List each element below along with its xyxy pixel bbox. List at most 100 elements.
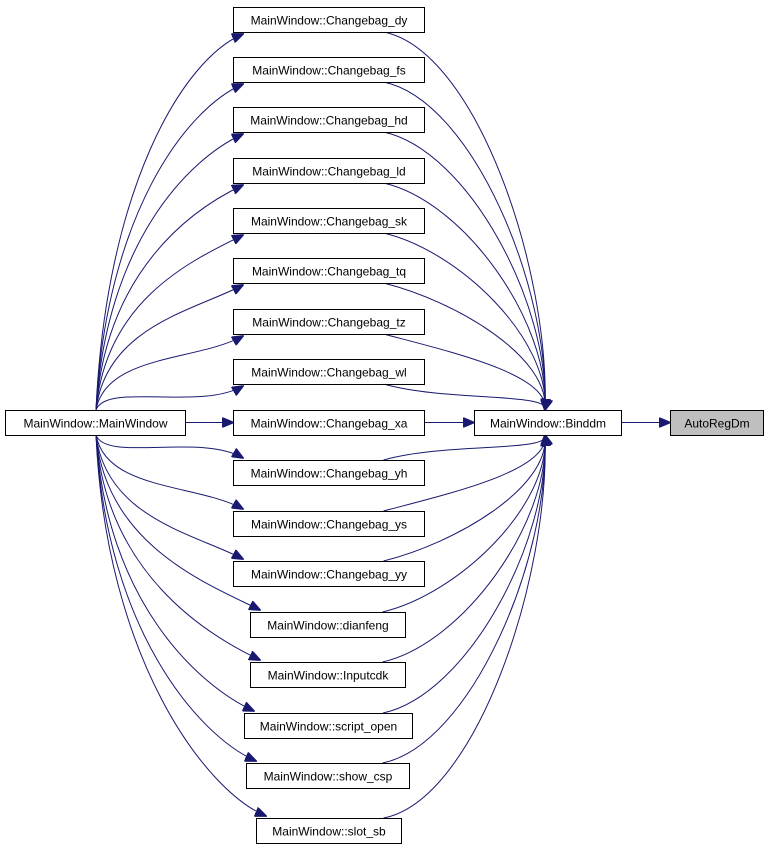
node-binddm[interactable]: MainWindow::Binddm bbox=[474, 410, 622, 436]
node-wl[interactable]: MainWindow::Changebag_wl bbox=[233, 359, 425, 385]
node-xa[interactable]: MainWindow::Changebag_xa bbox=[233, 410, 425, 436]
edge-ld-to-binddm bbox=[383, 182, 546, 410]
node-label: MainWindow::slot_sb bbox=[272, 825, 386, 839]
edge-sk-to-binddm bbox=[383, 232, 546, 410]
edge-mw-to-tq bbox=[95, 285, 243, 411]
edge-mw-to-slot_sb bbox=[95, 434, 266, 816]
edge-mw-to-script_open bbox=[95, 434, 254, 711]
node-label: MainWindow::Changebag_yy bbox=[251, 568, 407, 582]
edge-mw-to-wl bbox=[95, 386, 243, 411]
node-tq[interactable]: MainWindow::Changebag_tq bbox=[233, 258, 425, 284]
node-box bbox=[474, 410, 622, 436]
edge-fs-to-binddm bbox=[383, 81, 546, 410]
edge-mw-to-inputcdk bbox=[95, 434, 260, 660]
edge-line bbox=[383, 232, 546, 410]
edge-line bbox=[95, 434, 266, 816]
edges-layer bbox=[95, 31, 670, 819]
node-script-open[interactable]: MainWindow::script_open bbox=[244, 713, 413, 739]
node-box bbox=[233, 410, 425, 436]
node-box bbox=[233, 309, 425, 335]
edge-line bbox=[382, 435, 546, 764]
node-box bbox=[233, 208, 425, 234]
edge-inputcdk-to-binddm bbox=[382, 435, 546, 663]
edge-line bbox=[383, 31, 546, 410]
edge-line bbox=[383, 282, 546, 410]
edge-line bbox=[95, 434, 254, 711]
edge-line bbox=[95, 84, 243, 411]
edge-line bbox=[95, 134, 243, 411]
node-mw[interactable]: MainWindow::MainWindow bbox=[5, 410, 186, 436]
node-box bbox=[670, 410, 764, 436]
node-label: AutoRegDm bbox=[684, 417, 749, 431]
node-ld[interactable]: MainWindow::Changebag_ld bbox=[233, 158, 425, 184]
node-label: MainWindow::Changebag_yh bbox=[251, 467, 408, 481]
node-show-csp[interactable]: MainWindow::show_csp bbox=[246, 763, 410, 789]
edge-mw-to-ys bbox=[95, 434, 243, 509]
node-slot-sb[interactable]: MainWindow::slot_sb bbox=[256, 818, 402, 844]
node-label: MainWindow::Changebag_fs bbox=[252, 64, 405, 78]
edge-line bbox=[383, 333, 546, 410]
edge-line bbox=[95, 285, 243, 411]
edge-script_open-to-binddm bbox=[382, 435, 545, 714]
edge-line bbox=[383, 383, 546, 410]
edge-line bbox=[383, 435, 546, 819]
edge-mw-to-tz bbox=[95, 336, 243, 411]
edge-tq-to-binddm bbox=[383, 282, 546, 410]
edge-mw-to-fs bbox=[95, 84, 243, 411]
edge-hd-to-binddm bbox=[383, 131, 546, 410]
node-box bbox=[233, 158, 425, 184]
node-label: MainWindow::Changebag_tq bbox=[252, 265, 406, 279]
node-box bbox=[233, 258, 425, 284]
edge-line bbox=[383, 435, 546, 512]
edge-line bbox=[95, 434, 256, 761]
node-box bbox=[256, 818, 402, 844]
edge-line bbox=[382, 435, 546, 663]
edge-line bbox=[95, 434, 243, 458]
edge-mw-to-dy bbox=[95, 34, 243, 411]
edge-mw-to-ld bbox=[95, 185, 243, 411]
node-label: MainWindow::Changebag_wl bbox=[251, 366, 406, 380]
edge-line bbox=[95, 434, 260, 660]
node-sk[interactable]: MainWindow::Changebag_sk bbox=[233, 208, 425, 234]
node-hd[interactable]: MainWindow::Changebag_hd bbox=[233, 107, 425, 133]
node-label: MainWindow::Changebag_xa bbox=[251, 417, 408, 431]
node-ys[interactable]: MainWindow::Changebag_ys bbox=[233, 511, 425, 537]
edge-mw-to-show_csp bbox=[95, 434, 256, 761]
nodes-layer: MainWindow::MainWindow MainWindow::Binddm… bbox=[5, 7, 764, 844]
node-yy[interactable]: MainWindow::Changebag_yy bbox=[233, 561, 425, 587]
node-box bbox=[233, 359, 425, 385]
node-label: MainWindow::Changebag_ld bbox=[252, 165, 405, 179]
node-label: MainWindow::Inputcdk bbox=[268, 669, 390, 683]
edge-line bbox=[383, 182, 546, 410]
node-box bbox=[233, 561, 425, 587]
node-autoregdm[interactable]: AutoRegDm bbox=[670, 410, 764, 436]
edge-mw-to-dianfeng bbox=[95, 434, 260, 610]
node-box bbox=[233, 511, 425, 537]
node-tz[interactable]: MainWindow::Changebag_tz bbox=[233, 309, 425, 335]
edge-ys-to-binddm bbox=[383, 435, 546, 512]
node-fs[interactable]: MainWindow::Changebag_fs bbox=[233, 57, 425, 83]
edge-line bbox=[95, 434, 260, 610]
node-box bbox=[233, 107, 425, 133]
node-inputcdk[interactable]: MainWindow::Inputcdk bbox=[250, 662, 406, 688]
node-dy[interactable]: MainWindow::Changebag_dy bbox=[233, 7, 425, 33]
edge-mw-to-hd bbox=[95, 134, 243, 411]
node-label: MainWindow::show_csp bbox=[264, 770, 393, 784]
edge-line bbox=[95, 336, 243, 411]
node-box bbox=[246, 763, 410, 789]
edge-dianfeng-to-binddm bbox=[382, 435, 546, 613]
edge-tz-to-binddm bbox=[383, 333, 546, 410]
edge-line bbox=[383, 131, 546, 410]
edge-line bbox=[383, 435, 546, 461]
edge-line bbox=[383, 81, 546, 410]
node-box bbox=[233, 460, 425, 486]
node-dianfeng[interactable]: MainWindow::dianfeng bbox=[250, 612, 406, 638]
node-label: MainWindow::Changebag_hd bbox=[250, 114, 407, 128]
node-label: MainWindow::script_open bbox=[260, 720, 397, 734]
edge-yh-to-binddm bbox=[383, 435, 546, 461]
node-label: MainWindow::Changebag_dy bbox=[251, 14, 408, 28]
node-yh[interactable]: MainWindow::Changebag_yh bbox=[233, 460, 425, 486]
node-box bbox=[250, 612, 406, 638]
node-label: MainWindow::MainWindow bbox=[23, 417, 167, 431]
